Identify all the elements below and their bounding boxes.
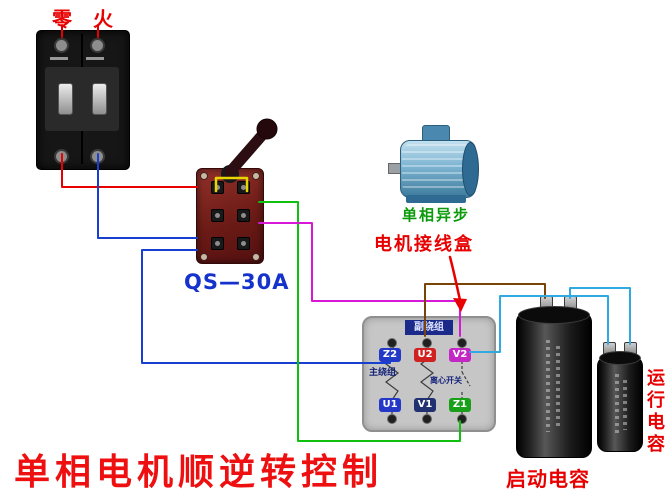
terminal-label-u2: U2	[414, 348, 436, 362]
switch-contact	[211, 181, 224, 194]
motor-cooling-fins	[402, 144, 472, 192]
switch-contact	[237, 181, 250, 194]
switch-contact	[211, 209, 224, 222]
switch-model-label: QS—30A	[184, 270, 290, 294]
start-capacitor	[516, 296, 592, 458]
terminal-post-v2	[457, 338, 467, 348]
terminal-post-z2	[387, 338, 397, 348]
run-capacitor	[597, 342, 643, 452]
breaker-marking	[50, 57, 68, 60]
terminal-post-u2	[422, 338, 432, 348]
breaker-terminal-screw	[90, 149, 105, 164]
breaker-toggle	[92, 83, 107, 115]
wire-switch-to-z2	[141, 249, 391, 364]
reversing-drum-switch	[196, 168, 264, 264]
capacitor-cap	[518, 306, 590, 324]
capacitor-cap	[599, 351, 641, 365]
breaker-toggle	[58, 83, 73, 115]
switch-handle	[224, 127, 270, 178]
capacitor-body	[516, 312, 592, 458]
breaker-panel	[45, 67, 119, 131]
terminal-label-u1: U1	[379, 398, 401, 412]
capacitor-print	[556, 346, 560, 426]
motor-end-bell	[462, 142, 479, 196]
junction-box-callout: 电机接线盒	[374, 234, 474, 255]
switch-screw	[252, 253, 260, 261]
neutral-wire-label: 零	[52, 7, 72, 31]
terminal-post-u1	[387, 414, 397, 424]
aux-winding-tag: 副绕组	[405, 320, 453, 335]
callout-arrow-shaft	[448, 255, 462, 302]
terminal-post-v1	[422, 414, 432, 424]
terminal-label-v2: V2	[449, 348, 471, 362]
switch-contact	[237, 209, 250, 222]
breaker-terminal-screw	[90, 38, 105, 53]
circuit-breaker	[36, 30, 130, 170]
switch-screw	[200, 172, 208, 180]
switch-screw	[252, 172, 260, 180]
switch-screw	[200, 253, 208, 261]
capacitor-body	[597, 356, 643, 452]
single-phase-motor	[386, 122, 490, 208]
breaker-terminal-screw	[54, 38, 69, 53]
callout-arrow-head	[453, 298, 467, 312]
breaker-marking	[86, 57, 104, 60]
switch-handle-knob	[256, 118, 278, 140]
terminal-post-z1	[457, 414, 467, 424]
start-capacitor-label: 启动电容	[506, 467, 590, 491]
motor-caption: 单相异步	[402, 206, 471, 224]
motor-junction-box: 副绕组 主绕组 离心开关 Z2 U2 V2 U1 V1 Z1	[362, 316, 496, 432]
terminal-label-z1: Z1	[449, 398, 471, 412]
capacitor-print	[546, 340, 550, 432]
terminal-label-z2: Z2	[379, 348, 401, 362]
page-title: 单相电机顺逆转控制	[14, 452, 384, 493]
live-wire-label: 火	[93, 7, 113, 31]
capacitor-print	[615, 374, 619, 436]
terminal-label-v1: V1	[414, 398, 436, 412]
motor-mounting-foot	[406, 195, 466, 203]
run-capacitor-label: 运行电容	[644, 368, 665, 456]
capacitor-print	[623, 380, 627, 430]
switch-contact	[237, 237, 250, 250]
switch-contact	[211, 237, 224, 250]
breaker-terminal-screw	[54, 149, 69, 164]
main-winding-tag: 主绕组	[369, 368, 397, 378]
centrifugal-switch-tag: 离心开关	[430, 376, 462, 385]
